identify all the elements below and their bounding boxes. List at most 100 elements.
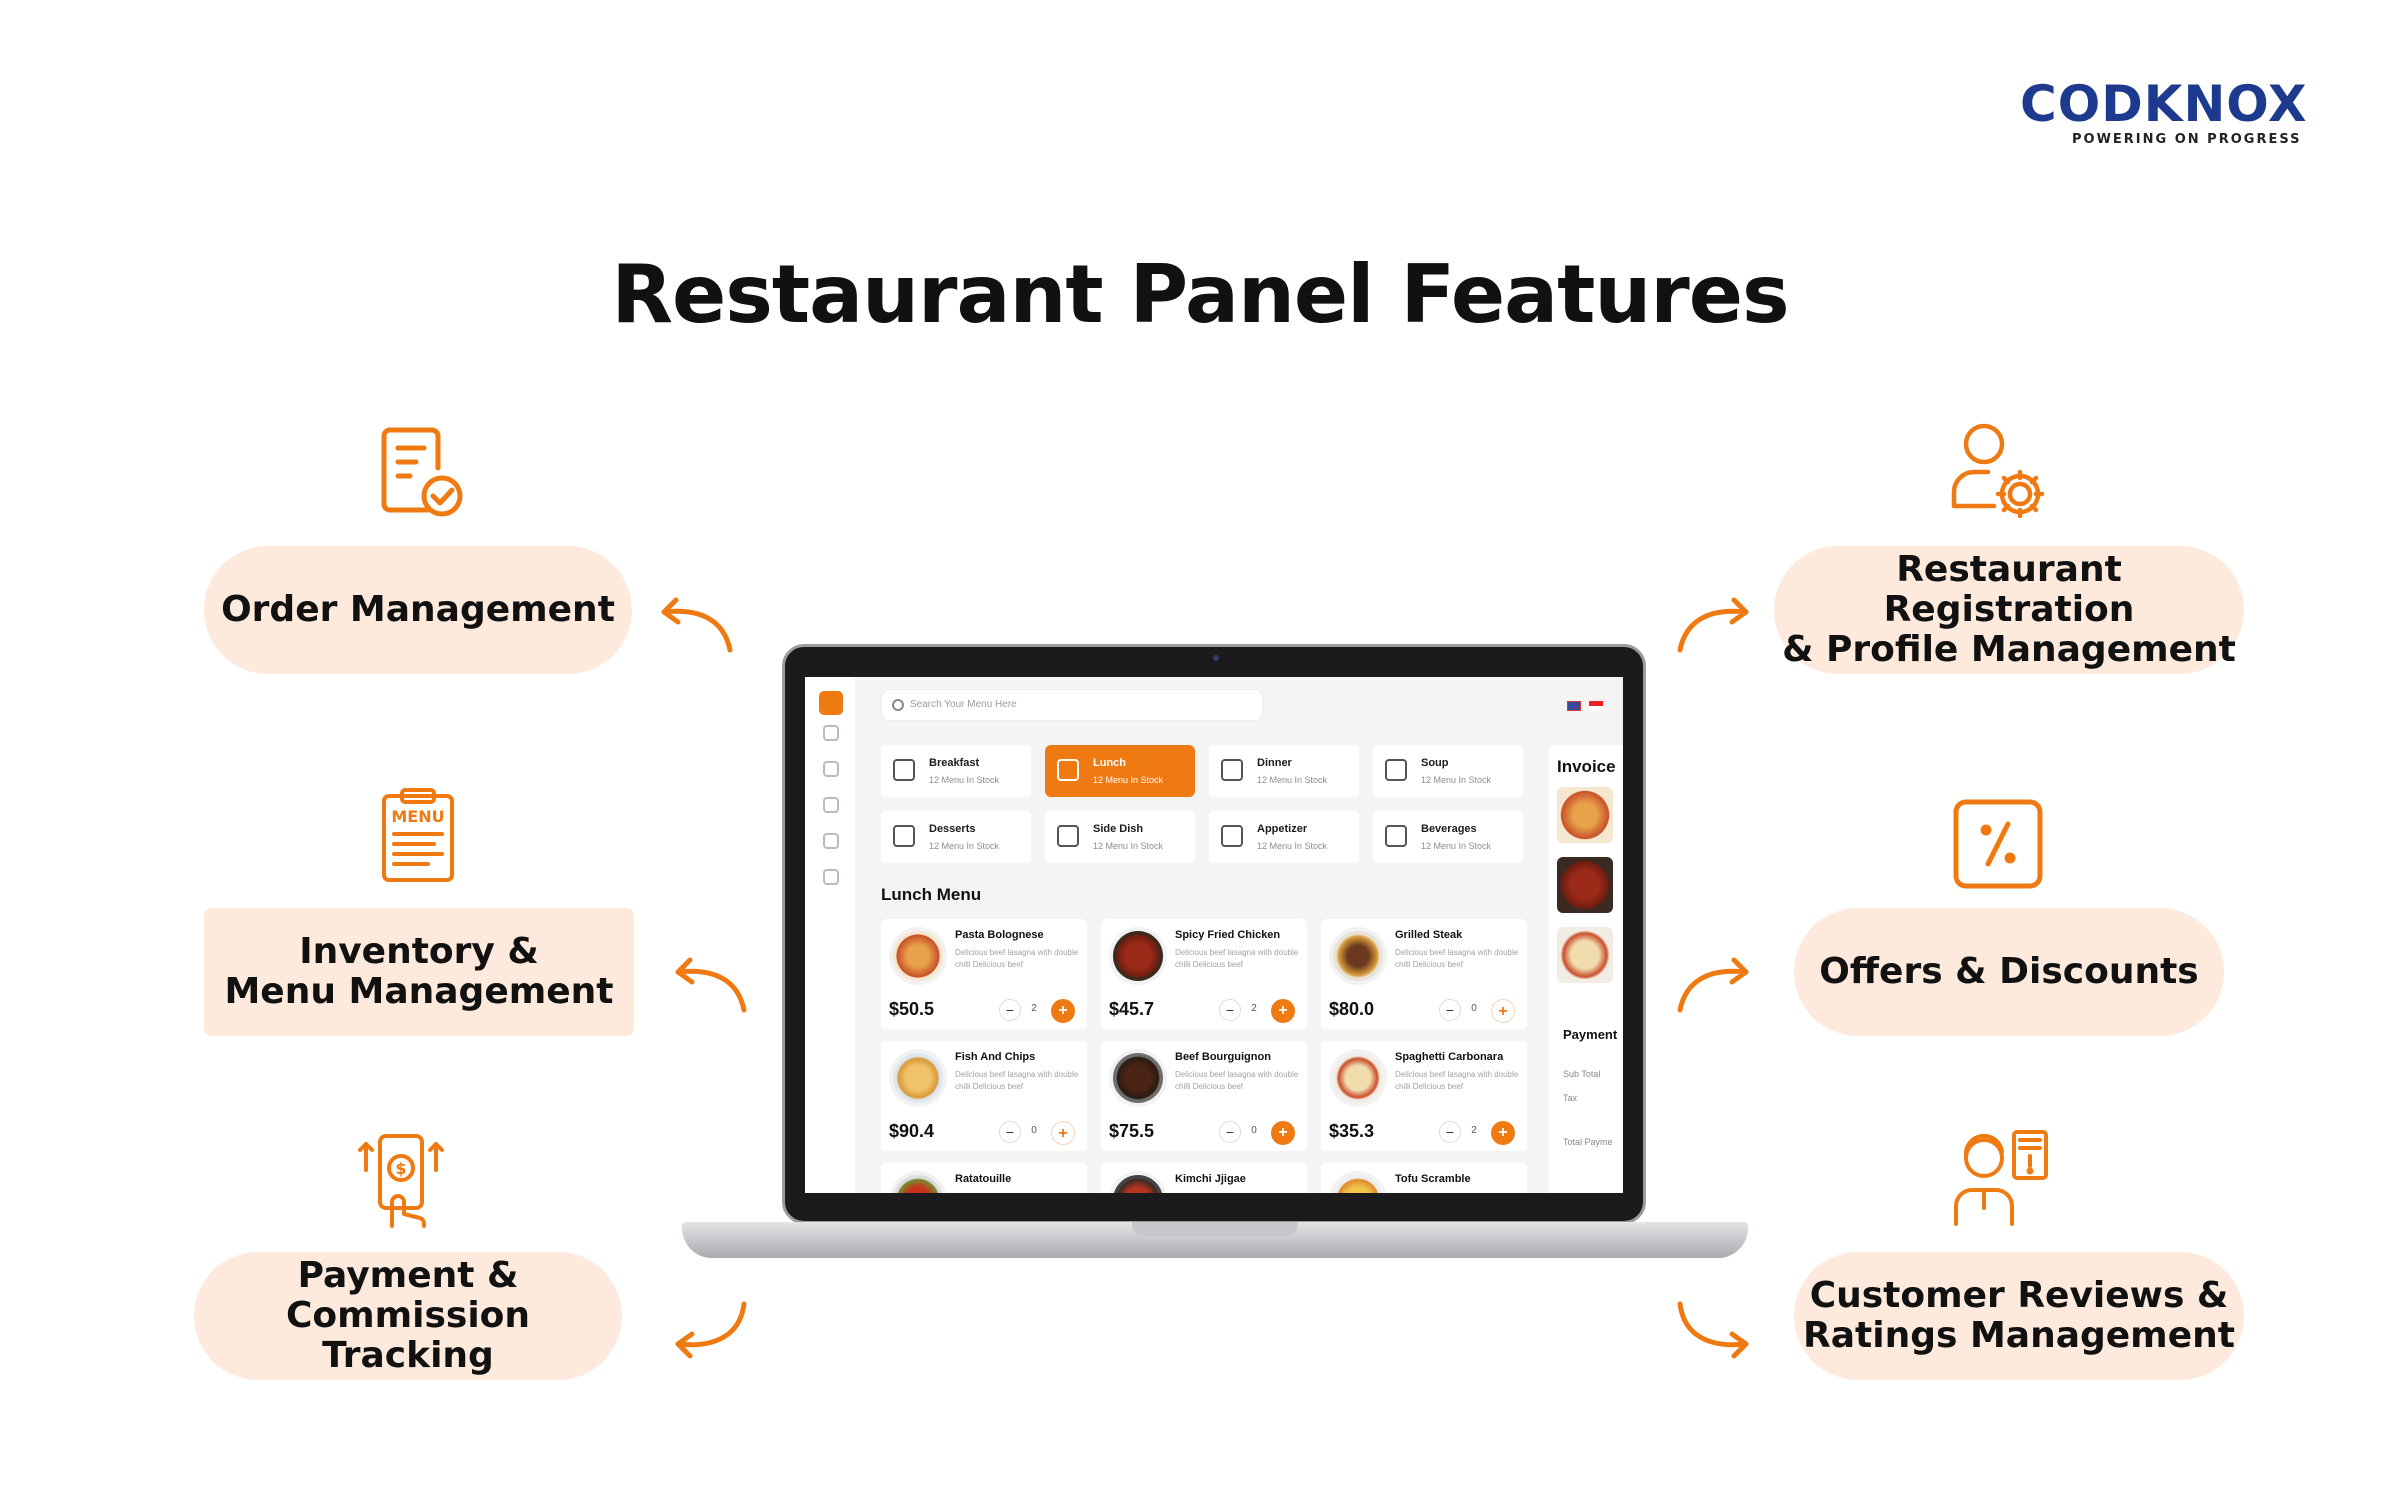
- decrease-button[interactable]: −: [1439, 1121, 1461, 1143]
- increase-button[interactable]: +: [1271, 1121, 1295, 1145]
- dish-price: $35.3: [1329, 1121, 1375, 1141]
- dish-card[interactable]: Spicy Fried Chicken Delicious beef lasag…: [1101, 919, 1307, 1029]
- payment-heading: Payment: [1563, 1027, 1618, 1042]
- feature-label: & Profile Management: [1782, 629, 2236, 670]
- decrease-button[interactable]: −: [999, 999, 1021, 1021]
- dish-card[interactable]: Tofu Scramble: [1321, 1163, 1527, 1193]
- sub-total-label: Sub Total: [1563, 1069, 1601, 1079]
- curved-arrow-icon: [1670, 590, 1760, 660]
- drumstick-icon: [1057, 825, 1079, 847]
- dish-card[interactable]: Kimchi Jjigae: [1101, 1163, 1307, 1193]
- increase-button[interactable]: +: [1051, 999, 1075, 1023]
- dish-description: Delicious beef lasagna with double chill…: [1175, 948, 1299, 969]
- language-flag-icon[interactable]: [1567, 701, 1581, 711]
- feature-offers-discounts: Offers & Discounts: [1794, 908, 2224, 1036]
- dish-card[interactable]: Ratatouille: [881, 1163, 1087, 1193]
- phone-payment-icon: $: [352, 1130, 452, 1230]
- category-name: Beverages: [1421, 823, 1477, 835]
- dish-name: Spaghetti Carbonara: [1395, 1051, 1504, 1063]
- dish-card[interactable]: Pasta Bolognese Delicious beef lasagna w…: [881, 919, 1087, 1029]
- laptop: Search Your Menu Here Breakfast 12 Menu …: [782, 644, 1646, 1224]
- category-stock: 12 Menu In Stock: [929, 841, 1000, 851]
- dish-name: Spicy Fried Chicken: [1175, 929, 1281, 941]
- increase-button[interactable]: +: [1491, 999, 1515, 1023]
- curved-arrow-icon: [650, 590, 740, 660]
- decrease-button[interactable]: −: [1219, 1121, 1241, 1143]
- dish-card[interactable]: Beef Bourguignon Delicious beef lasagna …: [1101, 1041, 1307, 1151]
- camera: [1213, 655, 1219, 661]
- page-title: Restaurant Panel Features: [611, 248, 1789, 341]
- category-soup[interactable]: Soup 12 Menu In Stock: [1373, 745, 1523, 797]
- dish-image: [889, 1171, 947, 1193]
- soup-bowl-icon: [1385, 759, 1407, 781]
- category-name: Breakfast: [929, 757, 980, 769]
- brand-name: CODKNOX: [2020, 75, 2308, 133]
- dish-image: [1329, 1049, 1387, 1107]
- language-flag-icon[interactable]: [1589, 701, 1603, 711]
- increase-button[interactable]: +: [1491, 1121, 1515, 1145]
- category-side-dish[interactable]: Side Dish 12 Menu In Stock: [1045, 811, 1195, 863]
- feature-payment-commission-tracking: Payment &Commission Tracking: [194, 1252, 622, 1380]
- dish-name: Beef Bourguignon: [1175, 1051, 1271, 1063]
- category-stock: 12 Menu In Stock: [1093, 775, 1164, 785]
- decrease-button[interactable]: −: [1439, 999, 1461, 1021]
- feature-restaurant-registration: Restaurant Registration& Profile Managem…: [1774, 546, 2244, 674]
- burger-icon: [1057, 759, 1079, 781]
- category-desserts[interactable]: Desserts 12 Menu In Stock: [881, 811, 1031, 863]
- quantity: 2: [1251, 1003, 1257, 1014]
- category-appetizer[interactable]: Appetizer 12 Menu In Stock: [1209, 811, 1359, 863]
- increase-button[interactable]: +: [1271, 999, 1295, 1023]
- dish-price: $90.4: [889, 1121, 935, 1141]
- dish-name: Tofu Scramble: [1395, 1173, 1471, 1185]
- dashboard-icon[interactable]: [819, 691, 843, 715]
- decrease-button[interactable]: −: [999, 1121, 1021, 1143]
- dish-price: $80.0: [1329, 999, 1375, 1019]
- menu-clipboard-icon: MENU: [368, 786, 468, 886]
- feature-order-management: Order Management: [204, 546, 632, 674]
- decrease-button[interactable]: −: [1219, 999, 1241, 1021]
- cloche-icon: [1221, 759, 1243, 781]
- category-beverages[interactable]: Beverages 12 Menu In Stock: [1373, 811, 1523, 863]
- sidebar: [805, 677, 855, 1193]
- feature-label: Inventory &: [299, 931, 539, 972]
- dish-image: [1109, 1171, 1167, 1193]
- salad-bowl-icon: [1221, 825, 1243, 847]
- dish-image: [889, 1049, 947, 1107]
- dish-card[interactable]: Fish And Chips Delicious beef lasagna wi…: [881, 1041, 1087, 1151]
- messages-icon[interactable]: [823, 869, 839, 885]
- dish-card[interactable]: Spaghetti Carbonara Delicious beef lasag…: [1321, 1041, 1527, 1151]
- order-document-check-icon: [370, 424, 470, 524]
- reports-icon[interactable]: [823, 833, 839, 849]
- orders-icon[interactable]: [823, 725, 839, 741]
- dish-name: Grilled Steak: [1395, 929, 1463, 941]
- analytics-icon[interactable]: [823, 797, 839, 813]
- dish-image: [1329, 927, 1387, 985]
- laptop-notch: [1132, 1222, 1298, 1236]
- feature-label: Commission Tracking: [285, 1295, 531, 1376]
- invoice-panel: Invoice Payment Sub Total Tax Total Paym…: [1549, 745, 1623, 1193]
- curved-arrow-icon: [1670, 950, 1760, 1020]
- invoice-item-image: [1557, 857, 1613, 913]
- calendar-icon[interactable]: [823, 761, 839, 777]
- feature-label: Payment &: [297, 1255, 519, 1296]
- invoice-item-image: [1557, 787, 1613, 843]
- category-dinner[interactable]: Dinner 12 Menu In Stock: [1209, 745, 1359, 797]
- dish-name: Ratatouille: [955, 1173, 1012, 1185]
- category-breakfast[interactable]: Breakfast 12 Menu In Stock: [881, 745, 1031, 797]
- search-input[interactable]: Search Your Menu Here: [881, 689, 1263, 721]
- invoice-item-image: [1557, 927, 1613, 983]
- category-stock: 12 Menu In Stock: [929, 775, 1000, 785]
- feature-label: Customer Reviews &: [1809, 1275, 2229, 1316]
- increase-button[interactable]: +: [1051, 1121, 1075, 1145]
- dish-description: Delicious beef lasagna with double chill…: [1175, 1070, 1299, 1091]
- category-name: Desserts: [929, 823, 976, 835]
- dish-image: [889, 927, 947, 985]
- laptop-screen: Search Your Menu Here Breakfast 12 Menu …: [805, 677, 1623, 1193]
- dish-card[interactable]: Grilled Steak Delicious beef lasagna wit…: [1321, 919, 1527, 1029]
- dish-name: Pasta Bolognese: [955, 929, 1044, 941]
- category-lunch[interactable]: Lunch 12 Menu In Stock: [1045, 745, 1195, 797]
- quantity: 0: [1251, 1125, 1257, 1136]
- category-name: Appetizer: [1257, 823, 1308, 835]
- invoice-title: Invoice: [1557, 757, 1616, 776]
- dish-description: Delicious beef lasagna with double chill…: [1395, 1070, 1519, 1091]
